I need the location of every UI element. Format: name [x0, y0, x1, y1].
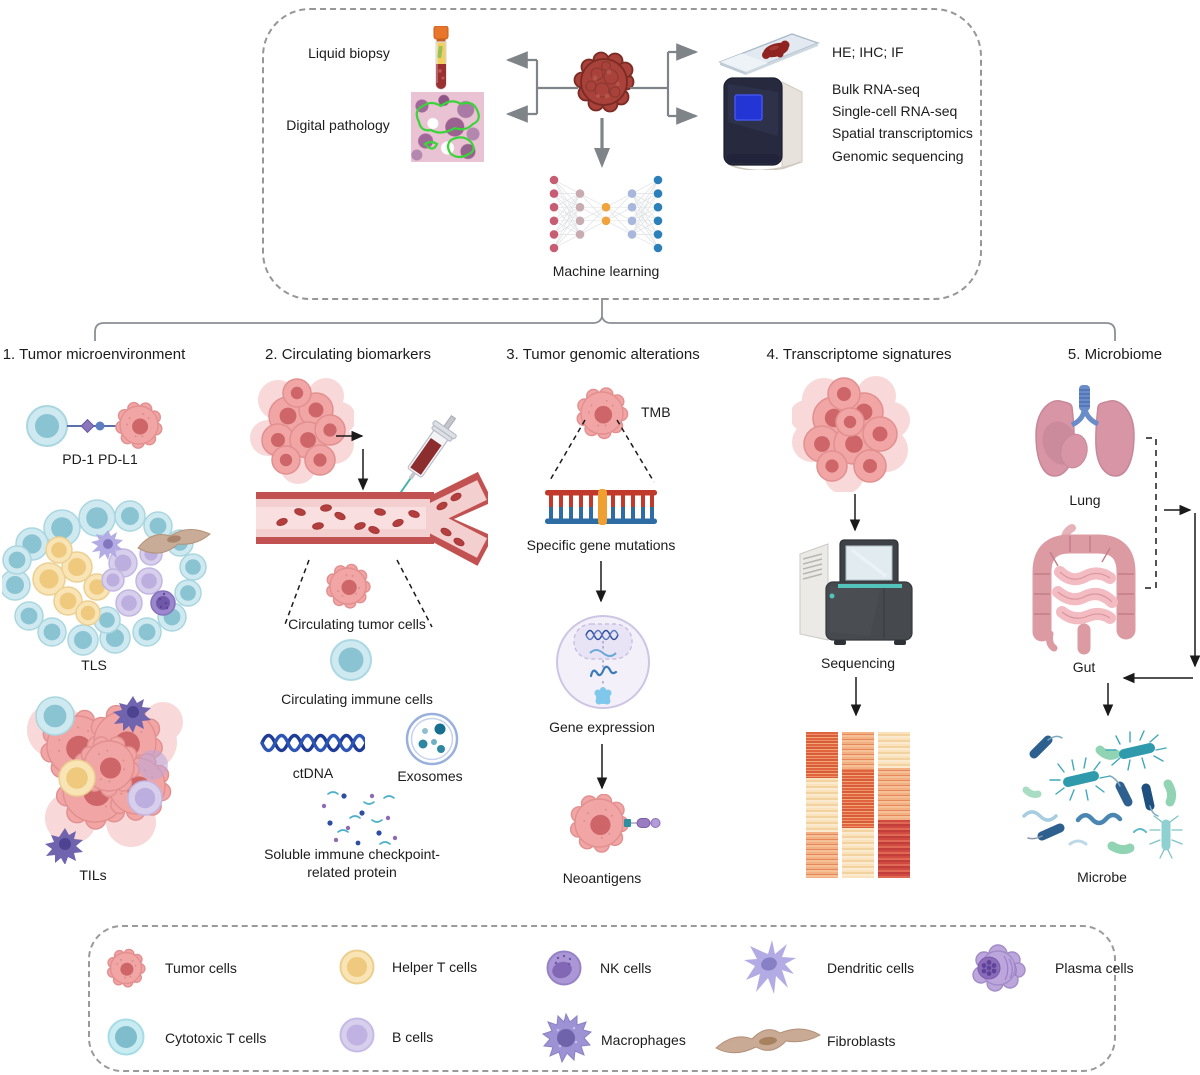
plasma-cell-icon: [972, 944, 1026, 992]
dendritic-cell-icon: [744, 940, 796, 994]
neoantigens-label: Neoantigens: [562, 870, 642, 886]
spatial-transcriptomics-label: Spatial transcriptomics: [832, 125, 973, 141]
ctdna-label: ctDNA: [292, 765, 334, 781]
machine-learning-panel-frame: [262, 8, 982, 300]
column-3-title: 3. Tumor genomic alterations: [506, 346, 700, 363]
tumor-cluster-icon: [250, 378, 354, 484]
tumor-icon: [573, 51, 635, 113]
legend-plasma-label: Plasma cells: [1055, 960, 1134, 976]
nk-cell-icon: [546, 950, 582, 986]
column-2-title: 2. Circulating biomarkers: [265, 346, 431, 363]
legend-tumor-cells-label: Tumor cells: [165, 960, 237, 976]
gut-icon: [1032, 524, 1136, 655]
helper-t-cell-icon: [339, 949, 375, 985]
tumor-cell-icon: [106, 948, 146, 988]
microscope-slide-icon: [718, 33, 820, 75]
legend-frame: [88, 925, 1116, 1072]
legend-dendritic-label: Dendritic cells: [827, 960, 915, 976]
circulating-immune-cells-label: Circulating immune cells: [281, 691, 433, 707]
tils-label: TILs: [79, 867, 107, 883]
liquid-biopsy-label: Liquid biopsy: [308, 45, 390, 61]
tmb-cell-icon: [576, 387, 629, 440]
machine-learning-label: Machine learning: [552, 263, 660, 279]
stains-label: HE; IHC; IF: [832, 44, 904, 60]
sequencing-machine-icon: [799, 539, 913, 645]
microbes-icon: [1022, 730, 1183, 859]
circulating-tumor-cell-icon: [326, 563, 371, 609]
tls-label: TLS: [81, 657, 107, 673]
b-cell-icon: [339, 1017, 375, 1053]
cytotoxic-t-cell-icon: [107, 1018, 145, 1056]
legend-b-cells-label: B cells: [392, 1029, 434, 1045]
soluble-checkpoint-protein-icon: [321, 791, 398, 846]
tls-cluster-icon: [2, 499, 211, 656]
column-1-title: 1. Tumor microenvironment: [2, 346, 186, 363]
bulk-rna-seq-label: Bulk RNA-seq: [832, 81, 920, 97]
legend-helper-t-label: Helper T cells: [392, 959, 478, 975]
tils-cluster-icon: [27, 696, 183, 864]
gene-expression-label: Gene expression: [549, 719, 655, 735]
microbe-label: Microbe: [1077, 869, 1127, 885]
fibroblast-icon: [715, 1028, 821, 1054]
digital-pathology-image: [411, 92, 484, 162]
soluble-protein-label: Soluble immune checkpoint-related protei…: [264, 846, 440, 880]
column-4-title: 4. Transcriptome signatures: [766, 346, 952, 363]
neoantigen-cell-icon: [570, 794, 661, 853]
blood-vessel-icon: [256, 471, 488, 566]
lung-label: Lung: [1069, 492, 1101, 508]
gene-expression-cell-icon: [556, 615, 650, 709]
neural-network-icon: [549, 175, 663, 253]
tmb-label: TMB: [641, 404, 671, 420]
legend-fibroblasts-label: Fibroblasts: [827, 1033, 896, 1049]
pd1-pdl1-label: PD-1 PD-L1: [62, 451, 138, 467]
genomic-sequencing-label: Genomic sequencing: [832, 148, 964, 164]
macrophage-icon: [541, 1012, 593, 1064]
legend-nk-label: NK cells: [600, 960, 652, 976]
ctdna-helix-icon: [260, 733, 365, 753]
specific-gene-mutations-label: Specific gene mutations: [526, 537, 676, 553]
syringe-icon: [396, 414, 457, 498]
sequencing-label: Sequencing: [821, 655, 895, 671]
exosomes-label: Exosomes: [397, 768, 463, 784]
gut-label: Gut: [1072, 659, 1096, 675]
dna-mutation-icon: [545, 489, 657, 525]
circulating-immune-cell-icon: [330, 639, 372, 681]
heatmap: [806, 732, 910, 878]
circulating-tumor-cells-label: Circulating tumor cells: [288, 616, 426, 632]
column-5-title: 5. Microbiome: [1067, 346, 1163, 363]
digital-pathology-label: Digital pathology: [286, 117, 390, 133]
exosome-icon: [405, 712, 459, 766]
pd1-pdl1-interaction-icon: [26, 401, 163, 449]
legend-cytotoxic-label: Cytotoxic T cells: [165, 1030, 267, 1046]
blood-tube-icon: [433, 26, 449, 90]
lung-icon: [1035, 385, 1135, 477]
legend-macrophages-label: Macrophages: [601, 1032, 686, 1048]
tumor-cluster-icon: [792, 376, 910, 492]
sequencer-machine-icon: [723, 77, 803, 170]
single-cell-rna-seq-label: Single-cell RNA-seq: [832, 103, 958, 119]
